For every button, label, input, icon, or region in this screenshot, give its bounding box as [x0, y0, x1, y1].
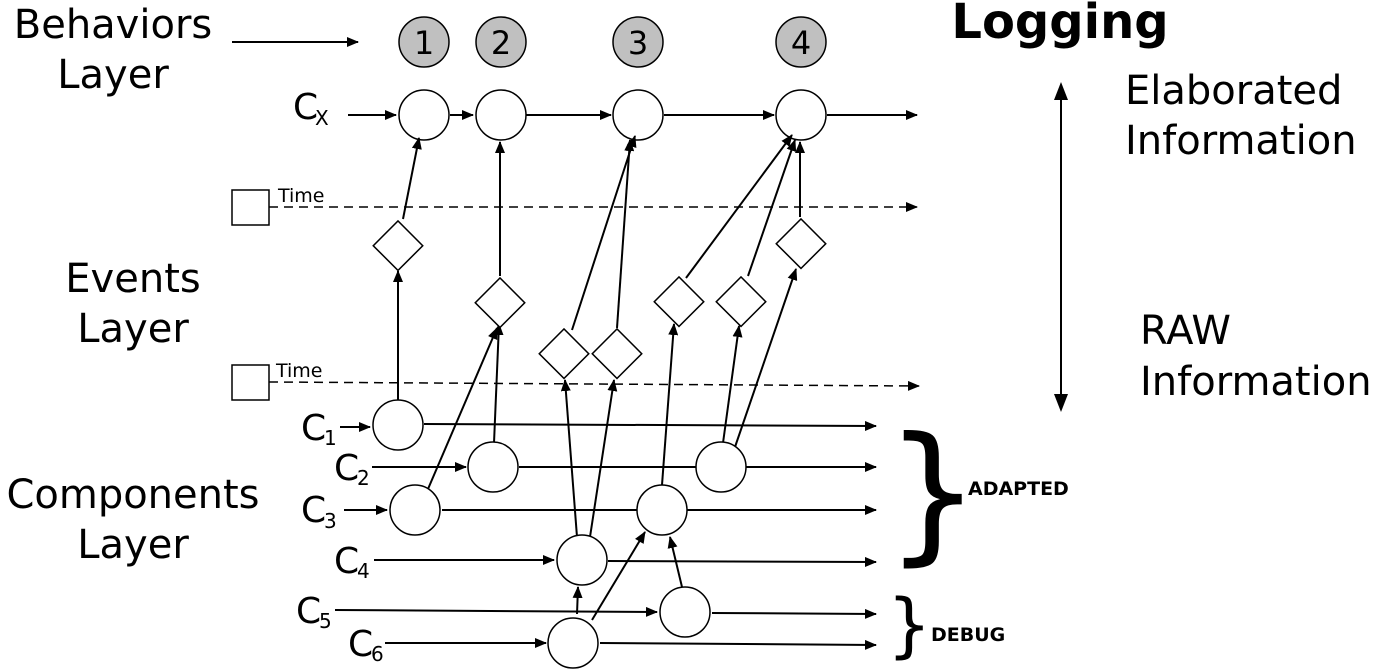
logging-title: Logging [951, 0, 1168, 50]
behavior-badge-3: 3 [612, 16, 664, 68]
component-node-c1 [372, 399, 424, 451]
time-label-top: Time [277, 185, 325, 207]
time-box-bottom [231, 364, 270, 401]
edge-c2b-event4a [661, 323, 679, 486]
c5-input-arrow [334, 606, 658, 617]
time-line-bottom [268, 380, 920, 391]
component-node-c5 [659, 586, 711, 638]
svg-text:3: 3 [628, 24, 648, 62]
cx-label: C X [293, 87, 329, 130]
c2-label: C 2 [334, 448, 370, 490]
svg-text:X: X [315, 106, 329, 130]
edge-c6-c4 [572, 586, 583, 615]
svg-text:C: C [348, 624, 373, 665]
svg-text:1: 1 [414, 24, 434, 62]
adapted-label: ADAPTED [968, 478, 1069, 500]
debug-label: DEBUG [931, 624, 1005, 646]
edge-c2c-event4b [722, 325, 743, 444]
elaborated-info-line1: Elaborated [1125, 68, 1342, 114]
edge-event4a-behavior4 [685, 134, 793, 279]
svg-text:6: 6 [371, 642, 384, 666]
components-layer-title-line2: Layer [77, 522, 189, 568]
event-diamond-3b [591, 327, 643, 380]
elaborated-info-line2: Information [1125, 118, 1357, 164]
edge-c2-event2 [493, 323, 504, 444]
svg-text:5: 5 [319, 609, 332, 633]
svg-text:C: C [296, 591, 321, 632]
event-diamond-2 [474, 276, 526, 329]
components-layer-title-line1: Components [6, 472, 259, 518]
c3-label: C 3 [301, 490, 337, 533]
edge-c6-c3b [591, 531, 646, 621]
behavior-node-4 [775, 89, 827, 141]
edge-c2c-event4c [734, 268, 798, 448]
component-node-c4 [556, 534, 608, 586]
c4-label: C 4 [334, 541, 370, 583]
svg-text:4: 4 [357, 559, 370, 583]
time-label-bottom: Time [275, 360, 323, 382]
events-layer-title-line1: Events [65, 256, 200, 302]
svg-text:2: 2 [491, 24, 511, 62]
info-arrow-top-head [1054, 82, 1068, 100]
c4-output-line [607, 556, 877, 567]
behavior-badge-1: 1 [398, 16, 450, 68]
debug-brace: } [887, 584, 932, 666]
info-arrow-bottom-head [1054, 394, 1068, 412]
time-box-top [231, 189, 270, 226]
edge-c4-event3a [560, 379, 578, 538]
svg-text:C: C [334, 448, 359, 489]
adapted-brace: } [885, 406, 980, 580]
svg-text:C: C [301, 490, 326, 531]
c6-label: C 6 [348, 624, 384, 666]
behavior-node-3 [612, 89, 664, 141]
event-diamond-4b [715, 275, 767, 328]
svg-text:3: 3 [324, 509, 337, 533]
component-node-c2-right [695, 441, 747, 493]
behaviors-layer-title-line2: Layer [57, 52, 169, 98]
edge-c3-event2 [427, 327, 498, 490]
behavior-node-1 [398, 89, 450, 141]
event-diamond-4c [775, 217, 827, 270]
raw-info-line2: Information [1140, 359, 1372, 405]
behavior-node-2 [475, 89, 527, 141]
c5-label: C 5 [296, 591, 332, 633]
edge-c4-event3b [589, 379, 618, 538]
svg-text:C: C [293, 87, 318, 128]
events-layer-title-line2: Layer [77, 306, 189, 352]
c1-label: C 1 [301, 408, 337, 450]
behavior-badge-2: 2 [475, 16, 527, 68]
behaviors-layer-title-line1: Behaviors [14, 2, 212, 48]
svg-text:C: C [334, 541, 359, 582]
c6-output-line [599, 639, 877, 650]
component-node-c3 [389, 484, 441, 536]
behavior-badge-4: 4 [775, 16, 827, 68]
edge-event4b-behavior4 [747, 139, 797, 277]
component-node-c2 [467, 441, 519, 493]
component-node-c6 [547, 617, 599, 669]
svg-text:2: 2 [357, 466, 370, 490]
c5-output-line [711, 608, 877, 619]
edge-event3b-behavior3 [616, 139, 635, 329]
svg-text:4: 4 [791, 24, 811, 62]
edge-event1-behavior1 [402, 137, 422, 220]
svg-text:1: 1 [324, 426, 337, 450]
svg-text:C: C [301, 408, 326, 449]
event-diamond-4a [653, 275, 705, 328]
c1-output-line [423, 420, 877, 431]
event-diamond-1 [372, 219, 424, 272]
event-diamond-3a [538, 327, 590, 380]
edge-c5b-c3b [667, 536, 683, 588]
edge-event3a-behavior3 [571, 135, 637, 331]
raw-info-line1: RAW [1140, 308, 1231, 354]
component-node-c3-right [636, 484, 688, 536]
